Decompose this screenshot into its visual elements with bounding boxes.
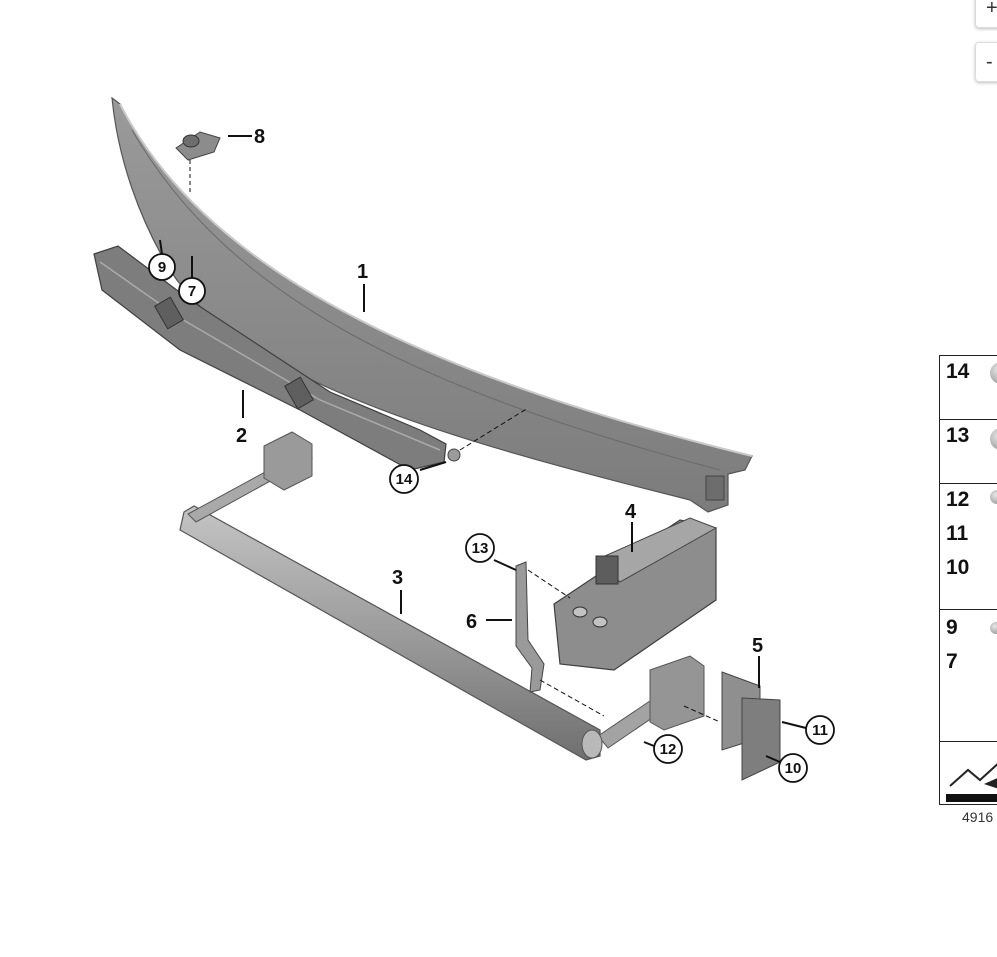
lower-tube-frame [179,431,705,761]
arrow-icon [946,763,997,802]
circled-callout-9: 9 [148,253,176,281]
svg-text:13: 13 [472,540,489,557]
callout-5: 5 [752,635,763,657]
mounting-bracket-part-8 [175,131,221,192]
callout-2: 2 [236,425,247,447]
zoom-in-button[interactable]: + [975,0,997,28]
legend-number: 12 [946,488,970,511]
mounting-plate-part-5 [683,671,781,781]
circled-callout-12: 12 [653,734,683,764]
svg-text:7: 7 [188,283,196,300]
legend-number: 9 [946,616,958,639]
legend-row-14: 14 [940,356,997,420]
screw-thumbnail [990,428,997,450]
legend-row-symbol [940,742,997,806]
circled-callout-11: 11 [805,715,835,745]
svg-text:9: 9 [158,259,166,276]
zoom-out-icon: - [986,50,993,73]
circled-callout-7: 7 [178,277,206,305]
svg-text:11: 11 [812,722,828,739]
bolt-thumbnail [990,490,997,504]
connecting-strip-part-6 [515,561,605,717]
callout-1: 1 [357,261,368,283]
zoom-out-button[interactable]: - [975,42,997,82]
legend-number: 10 [946,556,970,579]
circled-callout-10: 10 [778,753,808,783]
crash-box-bracket [553,517,718,671]
legend-number: 7 [946,650,958,673]
parts-legend-table: 14 13 12 11 10 9 7 [939,355,997,805]
legend-number: 14 [946,360,970,383]
fastener-thumbnail [990,362,997,384]
bumper-carrier-beam [111,96,753,513]
diagram-id: 4916 [962,809,994,825]
callout-6: 6 [466,611,477,633]
fastener-part-14 [447,407,529,462]
legend-row-12-11-10: 12 11 10 [940,484,997,610]
svg-text:12: 12 [660,741,677,758]
absorber-profile [93,245,447,471]
svg-text:10: 10 [785,760,802,777]
callout-8: 8 [254,126,265,148]
leader-lines [159,135,807,763]
legend-number: 13 [946,424,970,447]
legend-number: 11 [946,522,969,545]
nut-thumbnail [990,622,997,634]
legend-row-13: 13 [940,420,997,484]
svg-text:14: 14 [396,471,413,488]
circled-callout-14: 14 [389,464,419,494]
circled-callout-13: 13 [465,533,495,563]
callout-4: 4 [625,501,637,523]
callout-3: 3 [392,567,403,589]
legend-row-9-7: 9 7 [940,610,997,742]
zoom-in-icon: + [986,0,997,19]
